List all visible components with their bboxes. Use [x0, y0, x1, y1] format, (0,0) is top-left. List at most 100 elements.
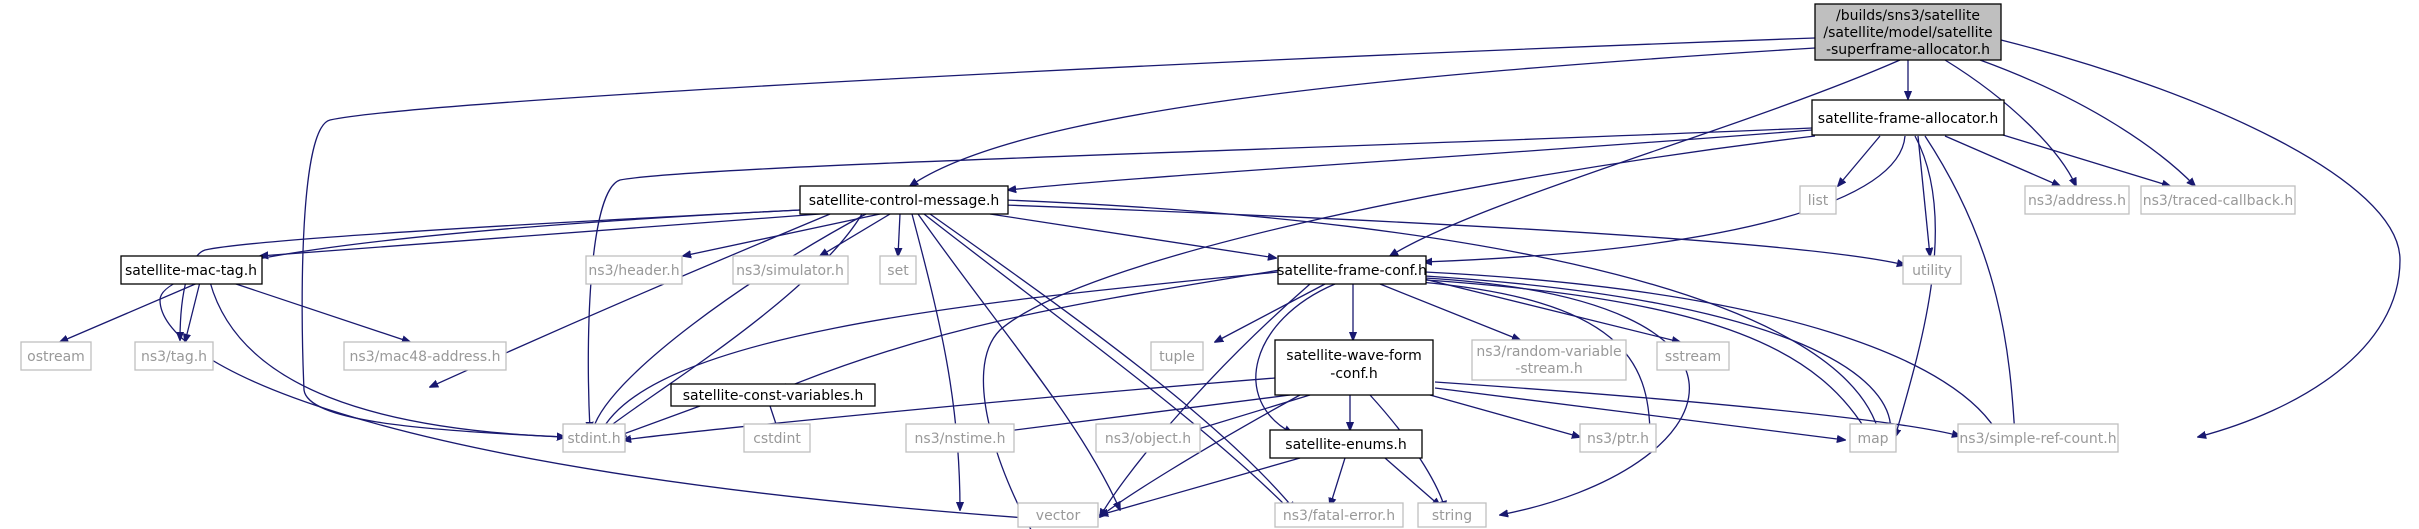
node-simulator-label: ns3/simulator.h	[736, 263, 844, 279]
node-frame-conf-label: satellite-frame-conf.h	[1277, 263, 1427, 279]
node-simple-ref-count-label: ns3/simple-ref-count.h	[1959, 431, 2116, 447]
node-traced-callback[interactable]: ns3/traced-callback.h	[2140, 185, 2296, 215]
edge-fc-sstream	[1419, 277, 1680, 342]
edge-cm-set	[898, 213, 900, 256]
node-list-label: list	[1808, 193, 1829, 209]
edge-cm-mac-tag	[260, 213, 821, 256]
edge-root-traced-callback	[1979, 59, 2195, 186]
edge-mt-tag	[185, 281, 201, 342]
node-tuple[interactable]: tuple	[1150, 341, 1204, 371]
edge-fa-control-message	[1008, 129, 1813, 190]
edge-root-frame-conf	[1390, 59, 1901, 256]
edge-en-vector	[1100, 457, 1301, 515]
node-fatal-error-label: ns3/fatal-error.h	[1283, 508, 1395, 524]
node-string-label: string	[1432, 508, 1472, 524]
node-wave-form-conf[interactable]: satellite-wave-form -conf.h	[1274, 339, 1434, 396]
node-cstdint-label: cstdint	[753, 431, 801, 447]
node-ostream[interactable]: ostream	[20, 341, 92, 371]
edge-cm-vector	[159, 209, 1040, 519]
node-vector[interactable]: vector	[1017, 502, 1099, 528]
edge-fa-map	[1895, 135, 1937, 437]
node-tag-label: ns3/tag.h	[141, 349, 207, 365]
edge-cm-stdint	[592, 213, 867, 434]
edge-fc-stdint	[600, 271, 1279, 434]
edge-root-simple-ref-count	[2000, 39, 2401, 437]
node-simple-ref-count[interactable]: ns3/simple-ref-count.h	[1957, 423, 2119, 453]
node-const-variables[interactable]: satellite-const-variables.h	[670, 383, 876, 407]
node-enums[interactable]: satellite-enums.h	[1269, 429, 1423, 459]
node-stdint-label: stdint.h	[567, 431, 620, 447]
node-fatal-error[interactable]: ns3/fatal-error.h	[1274, 502, 1404, 528]
edge-cm-object	[917, 213, 1120, 510]
edge-cm-enums-2	[929, 213, 1295, 510]
edge-fc-const-variables	[780, 269, 1281, 390]
node-nstime-label: ns3/nstime.h	[915, 431, 1006, 447]
edge-en-fatal-error	[1330, 457, 1346, 506]
node-enums-label: satellite-enums.h	[1285, 437, 1406, 453]
node-random-variable-stream-label-2: -stream.h	[1515, 361, 1582, 377]
node-frame-allocator[interactable]: satellite-frame-allocator.h	[1811, 99, 2005, 136]
edge-cv-stdint	[618, 405, 701, 436]
node-root-label-2: /satellite/model/satellite	[1823, 25, 1992, 41]
edge-fa-list	[1838, 135, 1881, 186]
edge-cm-frame-conf	[989, 213, 1276, 258]
node-set[interactable]: set	[879, 255, 917, 285]
node-header[interactable]: ns3/header.h	[585, 255, 683, 285]
node-address-label: ns3/address.h	[2028, 193, 2126, 209]
node-ptr[interactable]: ns3/ptr.h	[1579, 423, 1657, 453]
node-address[interactable]: ns3/address.h	[2024, 185, 2130, 215]
edge-mt-ostream	[60, 281, 201, 342]
node-simulator[interactable]: ns3/simulator.h	[732, 255, 849, 285]
node-string[interactable]: string	[1417, 502, 1487, 528]
node-set-label: set	[887, 263, 909, 279]
node-frame-conf[interactable]: satellite-frame-conf.h	[1277, 255, 1427, 285]
edge-wf-map	[1434, 387, 1845, 440]
node-frame-allocator-label: satellite-frame-allocator.h	[1818, 111, 1998, 127]
node-wave-form-conf-label-1: satellite-wave-form	[1286, 348, 1421, 364]
node-vector-label: vector	[1036, 508, 1081, 524]
node-tuple-label: tuple	[1159, 349, 1195, 365]
edge-cm-ostream	[180, 209, 801, 340]
edge-cm-utility	[1004, 204, 1905, 265]
edge-fa-traced-callback	[1989, 130, 2170, 186]
node-random-variable-stream-label-1: ns3/random-variable	[1476, 344, 1621, 360]
node-cstdint[interactable]: cstdint	[743, 423, 811, 453]
edge-en-string	[1384, 457, 1440, 506]
node-map[interactable]: map	[1849, 423, 1897, 453]
node-stdint[interactable]: stdint.h	[562, 423, 626, 453]
node-nstime[interactable]: ns3/nstime.h	[905, 423, 1015, 453]
node-mac48-address-label: ns3/mac48-address.h	[350, 349, 501, 365]
node-object[interactable]: ns3/object.h	[1095, 423, 1201, 453]
edge-wf-simple-ref-count	[1434, 381, 1960, 436]
node-utility-label: utility	[1912, 263, 1952, 279]
edge-wf-ptr	[1429, 394, 1580, 437]
edge-fa-utility	[1917, 135, 1930, 256]
node-list[interactable]: list	[1799, 185, 1837, 215]
node-mac-tag[interactable]: satellite-mac-tag.h	[120, 255, 263, 285]
node-sstream[interactable]: sstream	[1656, 341, 1730, 371]
node-utility[interactable]: utility	[1902, 255, 1962, 285]
node-header-label: ns3/header.h	[588, 263, 679, 279]
edge-fc-string	[1424, 277, 1690, 515]
node-root-label-1: /builds/sns3/satellite	[1836, 8, 1980, 24]
node-ptr-label: ns3/ptr.h	[1587, 431, 1649, 447]
edge-cm-stdint-2	[600, 213, 863, 434]
edge-cm-header	[683, 213, 881, 256]
node-random-variable-stream[interactable]: ns3/random-variable -stream.h	[1471, 339, 1627, 381]
edge-fc-tuple	[1215, 283, 1326, 342]
node-control-message[interactable]: satellite-control-message.h	[799, 185, 1009, 215]
node-sstream-label: sstream	[1665, 349, 1721, 365]
edge-fc-enums	[1255, 283, 1336, 433]
node-mac48-address[interactable]: ns3/mac48-address.h	[343, 341, 507, 371]
edge-fa-frame-conf	[1424, 135, 1906, 262]
edge-fa-address	[1944, 135, 2060, 186]
edge-fc-ptr	[1419, 281, 1650, 437]
edge-mt-mac48-address	[229, 281, 410, 342]
node-tag[interactable]: ns3/tag.h	[134, 341, 214, 371]
node-object-label: ns3/object.h	[1105, 431, 1191, 447]
node-root[interactable]: /builds/sns3/satellite /satellite/model/…	[1814, 3, 2002, 61]
edge-mt-stdint	[209, 281, 565, 437]
edge-fc-map-2	[1424, 275, 1891, 437]
